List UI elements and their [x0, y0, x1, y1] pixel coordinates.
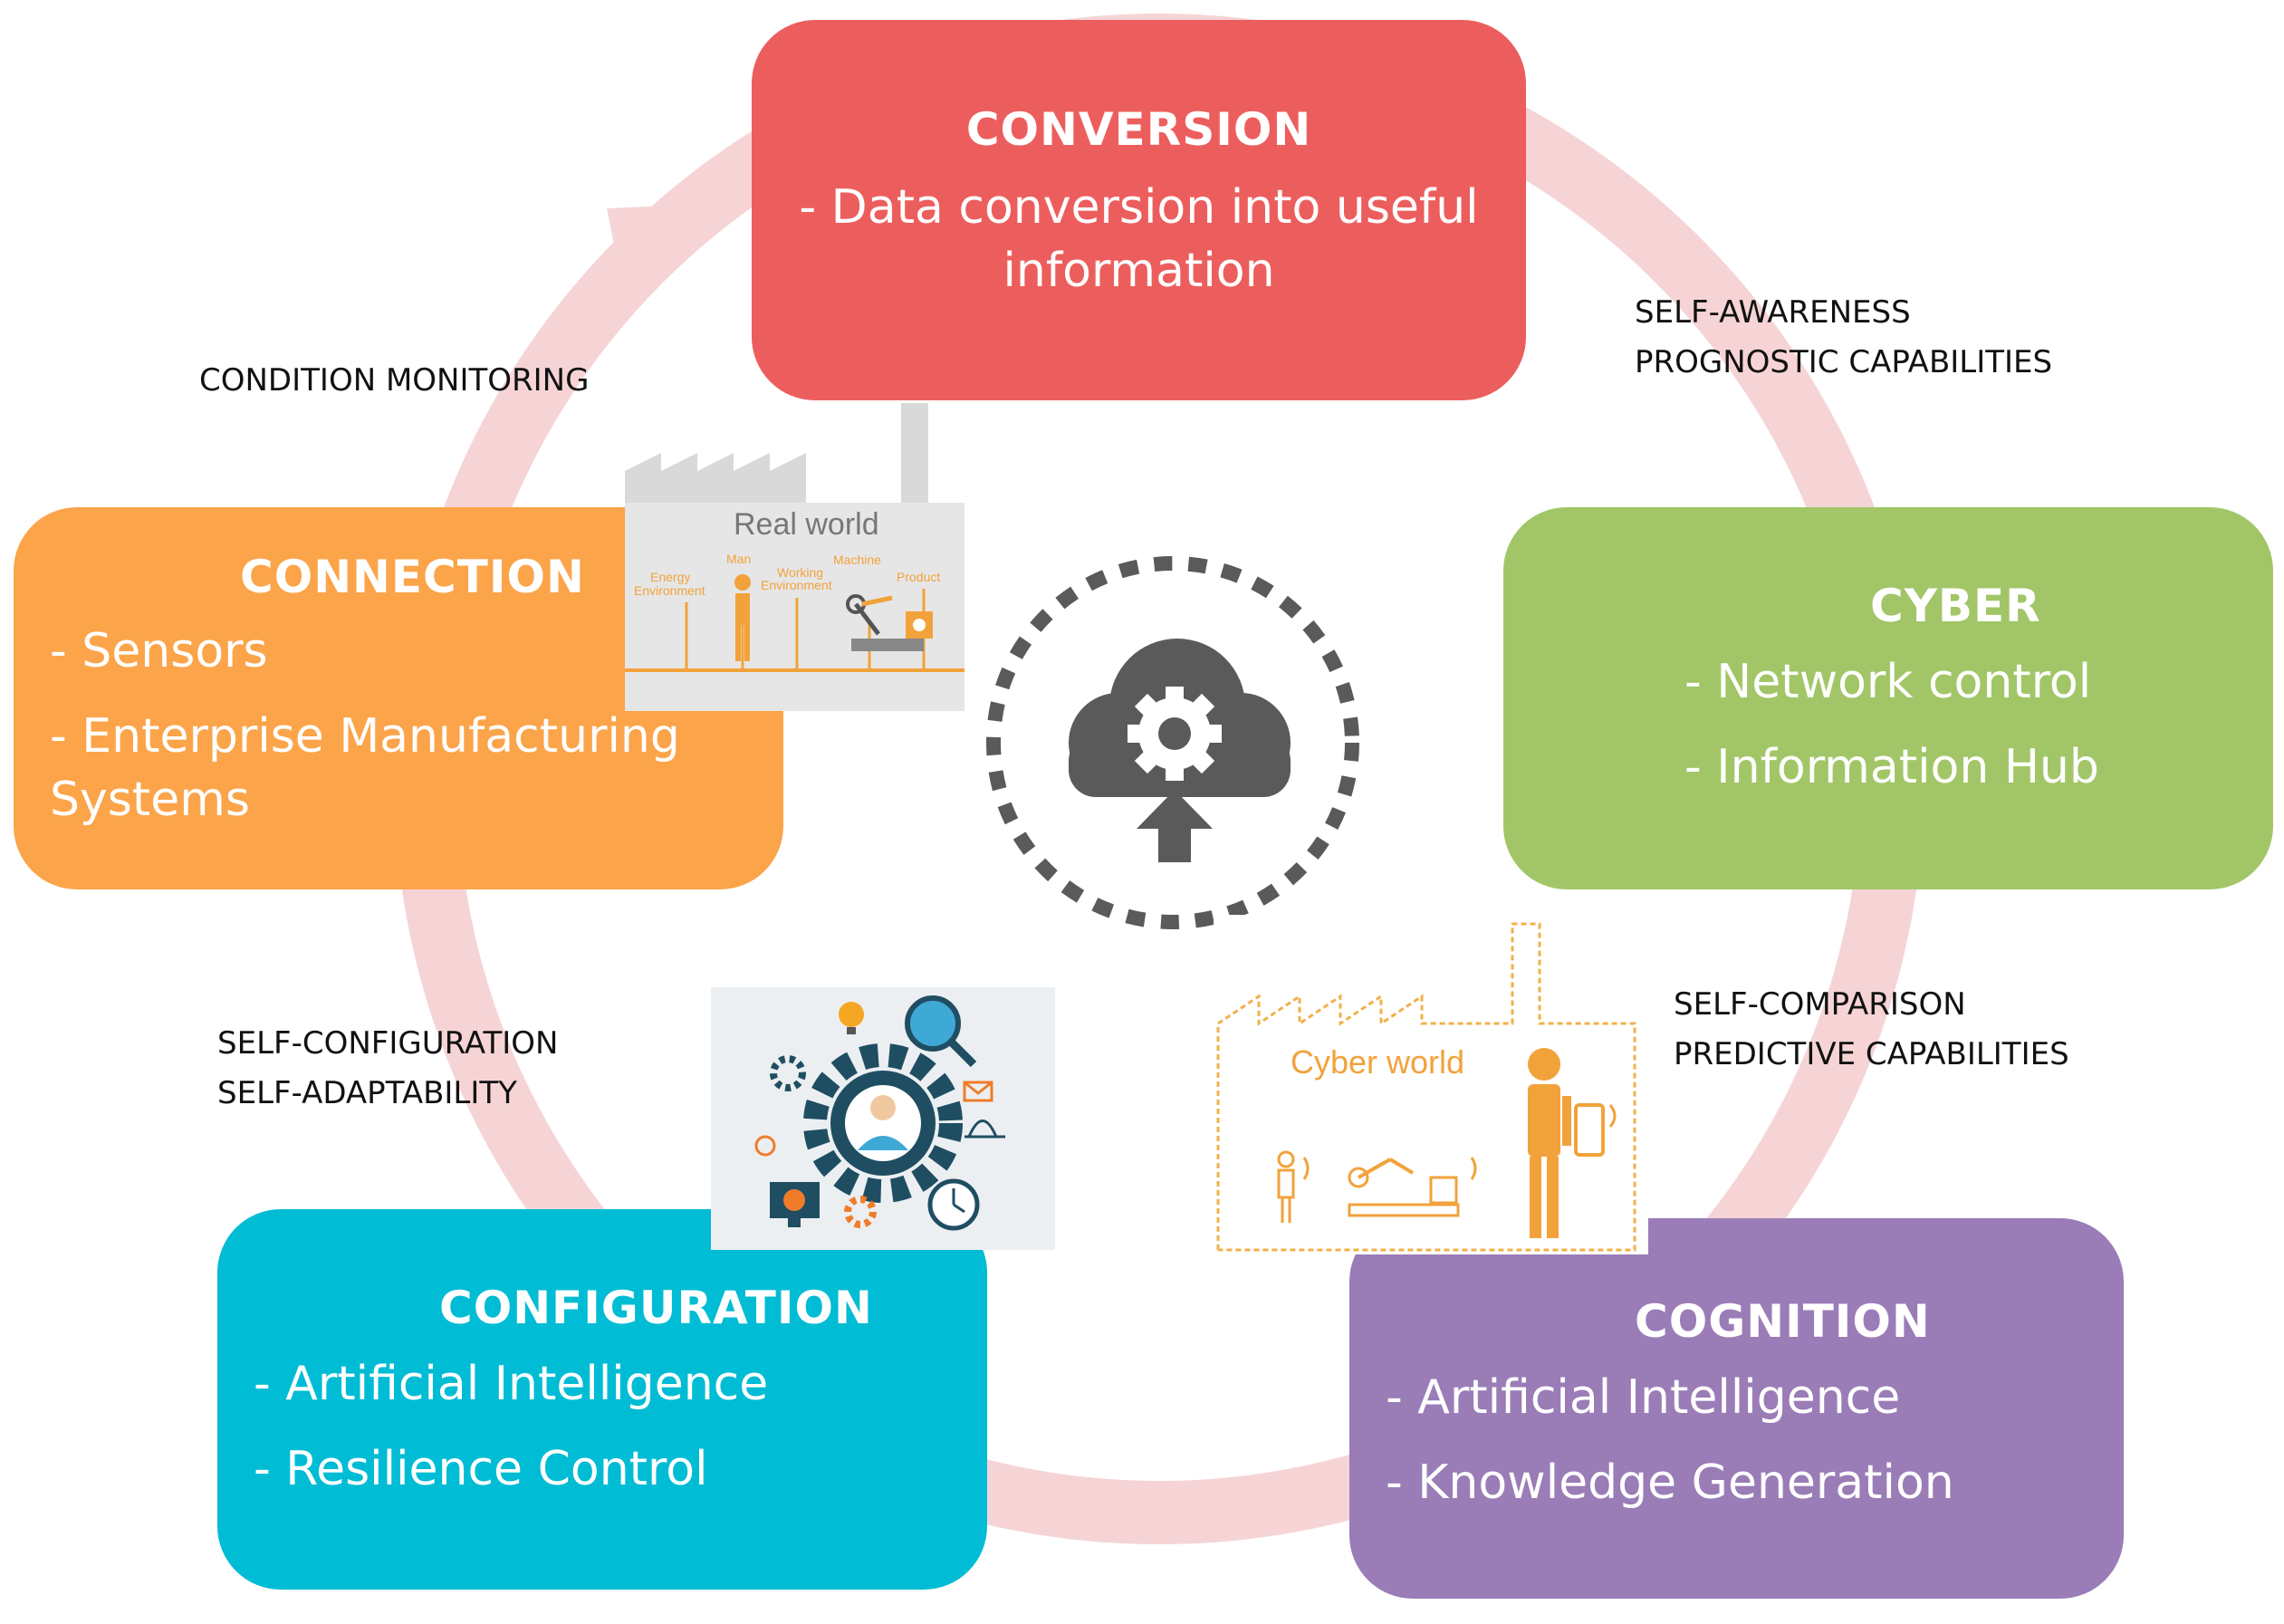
label-self-configuration: SELF-CONFIGURATION	[217, 1025, 559, 1062]
conversion-box: CONVERSION - Data conversion into useful…	[752, 20, 1526, 400]
cognition-title: COGNITION	[1635, 1295, 1931, 1348]
cyber-box: CYBER - Network control - Information Hu…	[1503, 507, 2273, 889]
cyber-item-1: - Network control	[1684, 655, 2092, 709]
connection-title: CONNECTION	[240, 551, 585, 603]
connection-item-1: - Sensors	[50, 624, 268, 678]
cognition-box: COGNITION - Artificial Intelligence - Kn…	[1349, 1218, 2124, 1599]
configuration-title: CONFIGURATION	[439, 1282, 873, 1334]
label-condition-monitoring: CONDITION MONITORING	[199, 362, 590, 399]
real-world-label-man: Man	[726, 552, 751, 566]
real-world-label-environment: Environment	[634, 583, 705, 598]
configuration-item-1: - Artificial Intelligence	[254, 1357, 769, 1411]
cyber-item-2: - Information Hub	[1684, 740, 2099, 794]
connection-item-2: - Enterprise Manufacturing	[50, 709, 680, 764]
gear-person-icon	[711, 987, 1055, 1250]
real-world-illustration: Real world Energy Environment Man Workin…	[625, 403, 964, 711]
cognition-item-2: - Knowledge Generation	[1386, 1456, 1954, 1510]
conversion-item-1: - Data conversion into useful	[799, 180, 1479, 235]
conversion-title: CONVERSION	[965, 103, 1312, 156]
label-self-adaptability: SELF-ADAPTABILITY	[217, 1075, 517, 1111]
cyber-world-title: Cyber world	[1291, 1043, 1464, 1081]
real-world-title: Real world	[734, 507, 879, 542]
real-world-label-product: Product	[897, 570, 940, 584]
cycle-arrow-head	[607, 204, 715, 299]
label-self-awareness: SELF-AWARENESS	[1635, 294, 1911, 331]
real-world-label-machine: Machine	[833, 553, 881, 567]
real-world-label-energy: Energy	[650, 570, 690, 584]
configuration-box: CONFIGURATION - Artificial Intelligence …	[217, 1209, 987, 1590]
connection-item-3: Systems	[50, 773, 250, 827]
cyber-world-illustration: Cyber world	[1214, 915, 1648, 1254]
cyber-title: CYBER	[1870, 580, 2041, 632]
real-world-label-working-env: Environment	[761, 578, 832, 592]
conversion-item-2: information	[1003, 244, 1275, 298]
cognition-item-1: - Artificial Intelligence	[1386, 1370, 1901, 1425]
label-self-comparison: SELF-COMPARISON	[1674, 986, 1966, 1023]
label-prognostic: PROGNOSTIC CAPABILITIES	[1635, 344, 2053, 380]
configuration-item-2: - Resilience Control	[254, 1442, 708, 1496]
label-predictive: PREDICTIVE CAPABILITIES	[1674, 1036, 2069, 1072]
real-world-label-working: Working	[777, 565, 823, 580]
cloud-gear-upload-icon	[986, 556, 1359, 929]
